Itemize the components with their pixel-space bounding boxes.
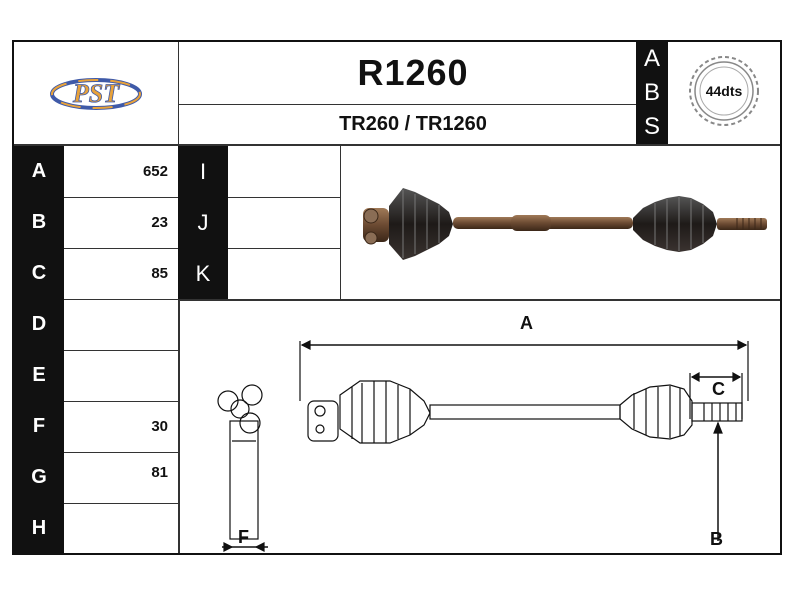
abs-teeth-value: 44dts bbox=[706, 83, 743, 99]
dim-value-d bbox=[64, 299, 178, 350]
drive-shaft-diagram-icon bbox=[217, 340, 749, 552]
reference-numbers: TR260 / TR1260 bbox=[339, 112, 487, 135]
dim-label-b: B bbox=[14, 197, 64, 248]
dim-label-d: D bbox=[14, 299, 64, 350]
dim-value-h bbox=[64, 503, 178, 553]
dim-value-g: 81 bbox=[151, 463, 168, 481]
technical-diagram: A C B F bbox=[180, 301, 780, 553]
dim-label-g: G bbox=[14, 452, 64, 503]
dim-value-k bbox=[228, 248, 340, 299]
abs-letter-b: B bbox=[643, 79, 660, 106]
abs-ring-icon: 44dts bbox=[689, 56, 759, 126]
spec-sheet: PST R1260 TR260 / TR1260 A B S 44dts A 6… bbox=[12, 40, 782, 555]
diagram-label-c: C bbox=[712, 379, 725, 399]
dim-value-i bbox=[228, 146, 340, 197]
dim-value-e bbox=[64, 350, 178, 401]
dim-value-b: 23 bbox=[151, 214, 168, 231]
dim-label-e: E bbox=[14, 350, 64, 401]
dim-label-a: A bbox=[14, 146, 64, 197]
dim-label-k: K bbox=[178, 248, 228, 299]
pst-logo-icon: PST bbox=[50, 78, 142, 110]
dim-value-j bbox=[228, 197, 340, 248]
dim-label-j: J bbox=[178, 197, 228, 248]
logo-text: PST bbox=[72, 79, 120, 108]
dim-value-f: 30 bbox=[151, 418, 168, 435]
dim-label-f: F bbox=[14, 401, 64, 452]
abs-letter-a: A bbox=[643, 45, 660, 72]
dim-label-h: H bbox=[14, 503, 64, 553]
part-number: R1260 bbox=[357, 52, 469, 93]
abs-label: A B S bbox=[636, 42, 668, 144]
dim-label-i: I bbox=[178, 146, 228, 197]
dim-value-c: 85 bbox=[151, 265, 168, 282]
product-photo bbox=[341, 146, 780, 299]
drive-shaft-photo-icon bbox=[363, 188, 767, 260]
diagram-label-f: F bbox=[238, 527, 249, 547]
dim-value-a: 652 bbox=[142, 163, 168, 180]
abs-letter-s: S bbox=[643, 113, 660, 140]
diagram-label-b: B bbox=[710, 529, 723, 549]
dim-label-c: C bbox=[14, 248, 64, 299]
diagram-label-a: A bbox=[520, 313, 533, 333]
logo-cell: PST bbox=[14, 42, 178, 144]
abs-ring-cell: 44dts bbox=[668, 42, 780, 144]
